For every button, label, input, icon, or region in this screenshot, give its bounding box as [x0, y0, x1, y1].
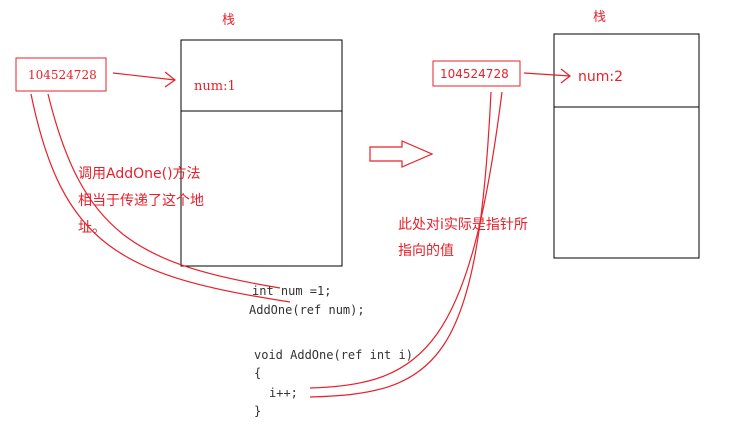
right-address-box	[432, 60, 521, 87]
pointer-note-line2: 指向的值	[398, 243, 454, 259]
left-pointer-arrow	[112, 71, 177, 88]
right-pointer-arrow	[523, 68, 571, 84]
right-stack-frame	[553, 33, 700, 259]
transition-arrow-icon	[369, 140, 434, 168]
left-stack-box	[180, 39, 343, 267]
code-line-increment: i++;	[269, 386, 298, 400]
call-note-line1: 调用AddOne()方法	[78, 166, 201, 182]
right-stack-cell-value: num:2	[578, 69, 623, 85]
left-stack-cell-value: num:1	[194, 79, 236, 94]
right-stack-box	[553, 33, 700, 259]
call-note-line2: 相当于传递了这个地	[78, 192, 204, 209]
call-note-line3: 址。	[78, 220, 106, 236]
right-address-value: 104524728	[440, 67, 509, 81]
pointer-note-line1: 此处对i实际是指针所	[398, 217, 528, 233]
left-address-value: 104524728	[28, 68, 97, 82]
code-line-open-brace: {	[254, 366, 261, 380]
right-stack-title: 栈	[593, 10, 606, 25]
code-line-close-brace: }	[254, 404, 261, 418]
code-line-call: AddOne(ref num);	[249, 303, 365, 317]
code-line-declare: int num =1;	[252, 284, 331, 298]
left-stack-title: 栈	[222, 13, 235, 28]
code-line-signature: void AddOne(ref int i)	[254, 348, 413, 362]
left-reference-curve	[30, 93, 291, 303]
left-stack-frame	[180, 39, 343, 267]
right-reference-curve	[309, 91, 503, 398]
left-address-box	[15, 57, 107, 92]
